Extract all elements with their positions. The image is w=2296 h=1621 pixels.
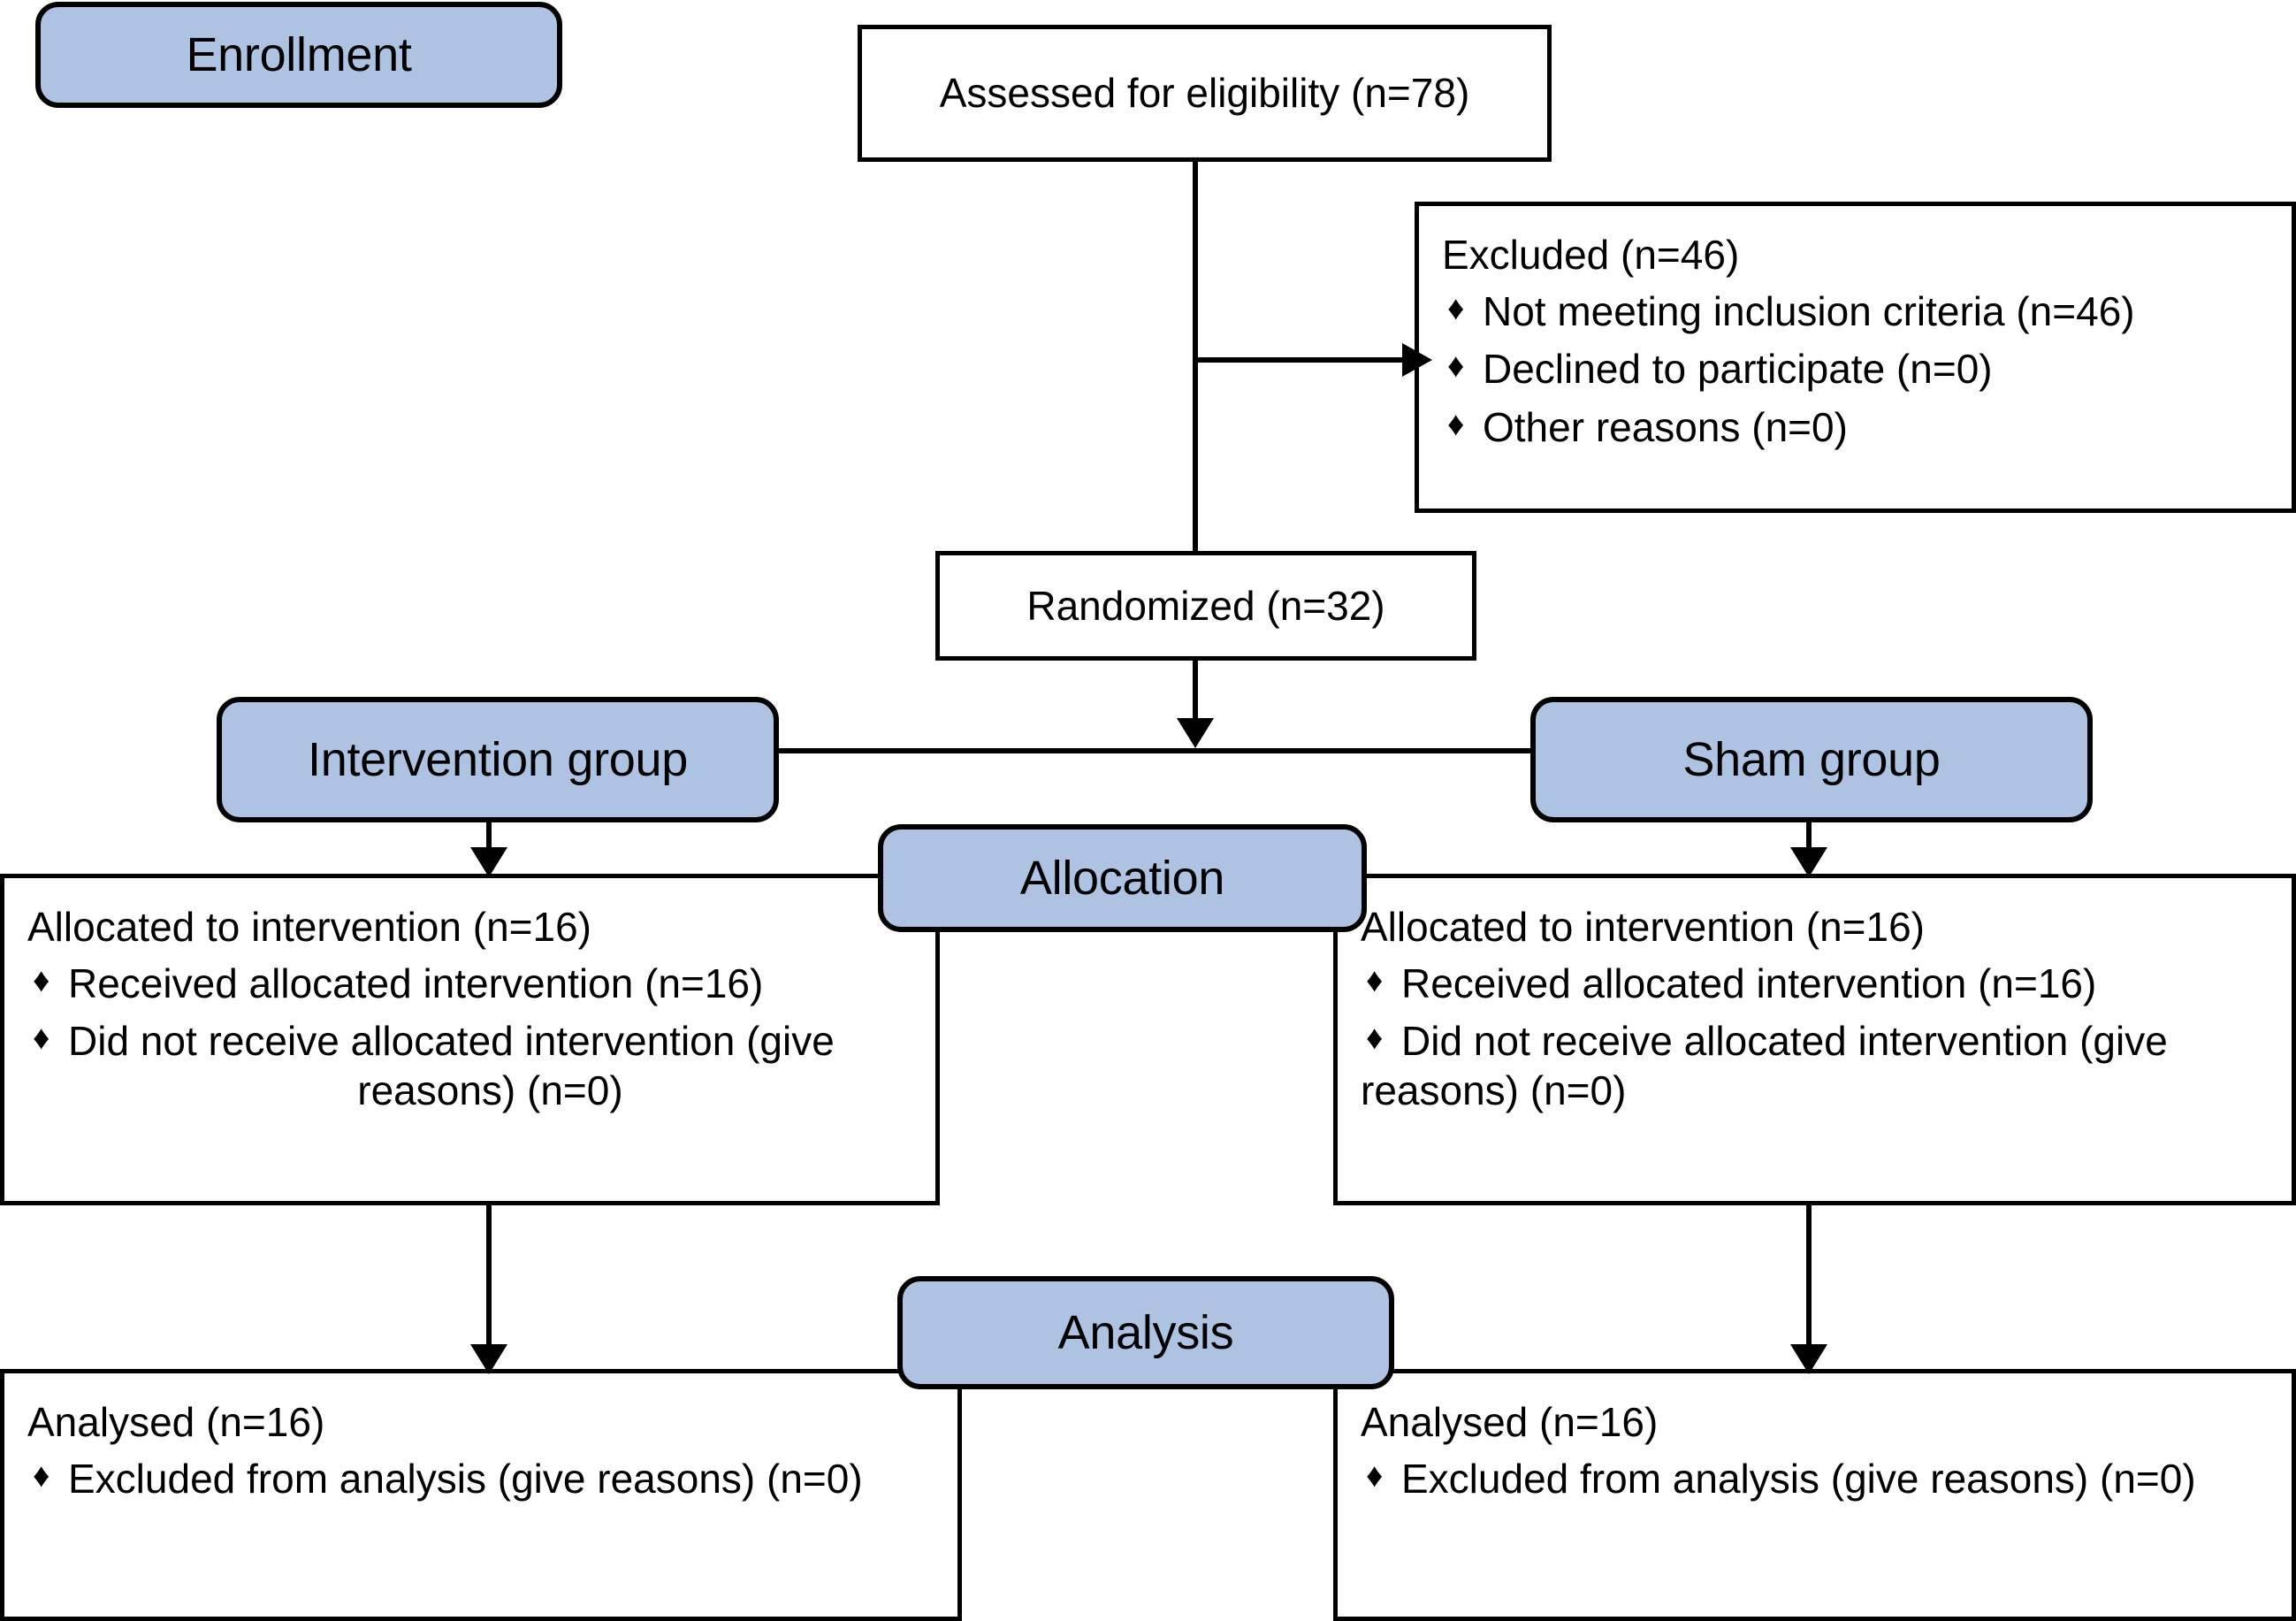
excluded-item-text: Other reasons (n=0) bbox=[1483, 403, 1848, 450]
allocation-right-item1: Received allocated intervention (n=16) bbox=[1401, 960, 2097, 1007]
arrowhead-sham-allocation-icon bbox=[1790, 847, 1827, 877]
allocation-left-list: ♦Received allocated intervention (n=16) … bbox=[27, 960, 912, 1115]
allocation-left-item2-line1: Did not receive allocated intervention (… bbox=[68, 1018, 835, 1065]
stage-label-allocation-text: Allocation bbox=[1019, 851, 1225, 905]
box-assessed-for-eligibility: Assessed for eligibility (n=78) bbox=[858, 25, 1552, 162]
stage-label-enrollment-text: Enrollment bbox=[186, 27, 412, 81]
box-allocation-intervention: Allocated to intervention (n=16) ♦ Receiv… bbox=[0, 874, 940, 1205]
list-item: ♦ Did not receive allocated intervention … bbox=[27, 1017, 912, 1114]
diamond-bullet-icon: ♦ bbox=[1366, 1457, 1384, 1495]
analysis-right-heading: Analysed (n=16) bbox=[1361, 1399, 1659, 1445]
box-excluded: Excluded (n=46) ♦ Not meeting inclusion c… bbox=[1415, 202, 2296, 513]
allocation-right-heading: Allocated to intervention (n=16) bbox=[1361, 904, 1926, 950]
randomized-text: Randomized (n=32) bbox=[1026, 582, 1385, 629]
list-item: ♦ Declined to participate (n=0) bbox=[1442, 345, 2269, 394]
allocation-left-heading: Allocated to intervention (n=16) bbox=[27, 904, 592, 950]
diamond-bullet-icon: ♦ bbox=[1447, 348, 1465, 386]
list-item: ♦ Did not receive allocated intervention … bbox=[1361, 1017, 2269, 1114]
diamond-bullet-icon: ♦ bbox=[33, 962, 50, 1000]
box-randomized: Randomized (n=32) bbox=[935, 551, 1476, 661]
stage-label-analysis: Analysis bbox=[897, 1276, 1394, 1389]
assessed-for-eligibility-text: Assessed for eligibility (n=78) bbox=[939, 70, 1470, 117]
diamond-bullet-icon: ♦ bbox=[1366, 962, 1384, 1000]
allocation-right-item2-line2: reasons) (n=0) bbox=[1361, 1067, 1627, 1113]
stage-label-analysis-text: Analysis bbox=[1057, 1305, 1234, 1359]
analysis-right-list: ♦ Excluded from analysis (give reasons) (… bbox=[1361, 1455, 2269, 1503]
diamond-bullet-icon: ♦ bbox=[1447, 405, 1465, 443]
list-item: ♦ Received allocated intervention (n=16) bbox=[27, 960, 912, 1008]
connector-allocation-left-to-analysis bbox=[486, 1205, 492, 1369]
excluded-item-text: Not meeting inclusion criteria (n=46) bbox=[1483, 288, 2135, 335]
analysis-left-item1: Excluded from analysis (give reasons) (n… bbox=[68, 1456, 863, 1502]
box-analysis-intervention: Analysed (n=16) ♦ Excluded from analysis … bbox=[0, 1369, 962, 1621]
connector-to-excluded bbox=[1193, 357, 1414, 363]
arrowhead-to-excluded-icon bbox=[1402, 343, 1432, 377]
connector-sham-to-allocation bbox=[1806, 822, 1812, 868]
allocation-left-item1: Received allocated intervention (n=16) bbox=[68, 960, 764, 1007]
stage-label-allocation: Allocation bbox=[878, 824, 1367, 932]
stage-label-enrollment: Enrollment bbox=[35, 2, 562, 108]
arrowhead-analysis-left-icon bbox=[470, 1344, 507, 1374]
arrowhead-intervention-allocation-icon bbox=[470, 847, 507, 877]
group-label-sham-text: Sham group bbox=[1682, 732, 1941, 786]
list-item: ♦ Excluded from analysis (give reasons) (… bbox=[1361, 1455, 2269, 1503]
diamond-bullet-icon: ♦ bbox=[1447, 290, 1465, 328]
allocation-left-item2-line2: reasons) (n=0) bbox=[357, 1067, 623, 1113]
analysis-left-list: ♦ Excluded from analysis (give reasons) (… bbox=[27, 1455, 934, 1503]
connector-randomized-down bbox=[1193, 661, 1198, 740]
connector-group-split bbox=[778, 748, 1531, 753]
allocation-right-item2-line1: Did not receive allocated intervention (… bbox=[1401, 1018, 2168, 1065]
excluded-heading: Excluded (n=46) bbox=[1442, 232, 1740, 278]
arrowhead-randomized-split-icon bbox=[1177, 718, 1214, 748]
analysis-left-heading: Analysed (n=16) bbox=[27, 1399, 325, 1445]
connector-intervention-to-allocation bbox=[486, 822, 492, 868]
box-analysis-sham: Analysed (n=16) ♦ Excluded from analysis … bbox=[1333, 1369, 2296, 1621]
arrowhead-analysis-right-icon bbox=[1790, 1344, 1827, 1374]
excluded-item-text: Declined to participate (n=0) bbox=[1483, 346, 1993, 393]
diamond-bullet-icon: ♦ bbox=[1366, 1020, 1384, 1058]
diamond-bullet-icon: ♦ bbox=[33, 1020, 50, 1058]
list-item: ♦ Other reasons (n=0) bbox=[1442, 403, 2269, 452]
list-item: ♦ Received allocated intervention (n=16) bbox=[1361, 960, 2269, 1008]
connector-assessed-to-randomized bbox=[1193, 162, 1198, 551]
connector-allocation-right-to-analysis bbox=[1806, 1205, 1812, 1369]
group-label-sham: Sham group bbox=[1530, 697, 2093, 822]
group-label-intervention: Intervention group bbox=[217, 697, 779, 822]
excluded-list: ♦ Not meeting inclusion criteria (n=46) ♦… bbox=[1442, 287, 2269, 452]
allocation-right-list: ♦Received allocated intervention (n=16) … bbox=[1361, 960, 2269, 1115]
group-label-intervention-text: Intervention group bbox=[308, 732, 688, 786]
list-item: ♦ Not meeting inclusion criteria (n=46) bbox=[1442, 287, 2269, 336]
diamond-bullet-icon: ♦ bbox=[33, 1457, 50, 1495]
analysis-right-item1: Excluded from analysis (give reasons) (n… bbox=[1401, 1456, 2196, 1502]
box-allocation-sham: Allocated to intervention (n=16) ♦ Receiv… bbox=[1333, 874, 2296, 1205]
list-item: ♦ Excluded from analysis (give reasons) (… bbox=[27, 1455, 934, 1503]
